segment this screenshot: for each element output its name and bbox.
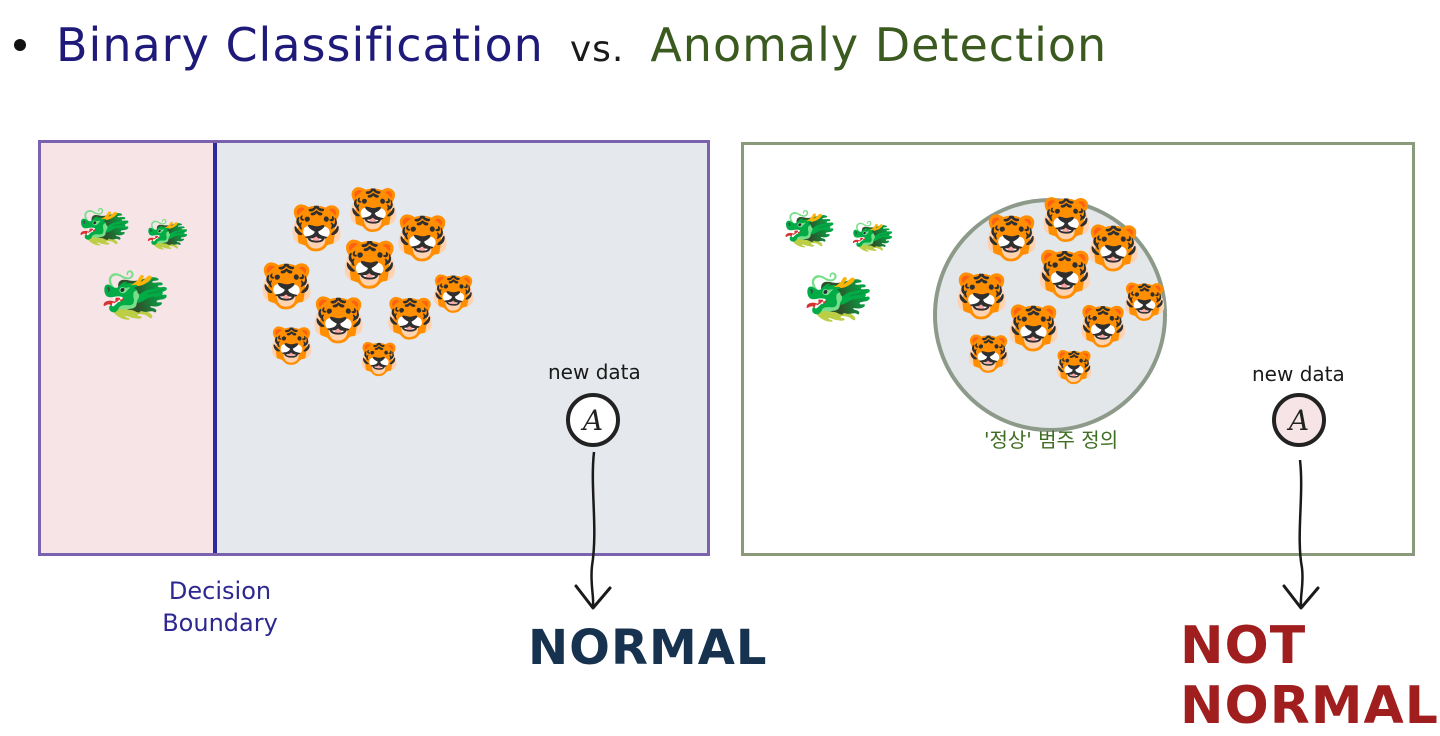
tiger-icon: 🐯 (1122, 282, 1167, 323)
page-title: Binary Classification vs. Anomaly Detect… (14, 18, 1107, 72)
new-data-label-right: new data (1252, 362, 1345, 386)
not-normal-result-label: NOT NORMAL (1180, 616, 1439, 736)
tiger-icon: 🐯 (385, 296, 435, 342)
tiger-icon: 🐯 (1078, 304, 1128, 350)
dragon-icon: 🐲 (99, 260, 172, 328)
tiger-icon: 🐯 (1054, 348, 1094, 386)
tiger-icon: 🐯 (1036, 247, 1094, 301)
tiger-icon: 🐯 (431, 274, 476, 315)
tiger-icon: 🐯 (395, 213, 450, 264)
dragon-icon: 🐲 (782, 203, 837, 254)
tiger-icon: 🐯 (1040, 195, 1093, 244)
dragon-icon: 🐲 (77, 201, 132, 252)
title-anomaly-detection: Anomaly Detection (650, 18, 1108, 72)
dragon-icon: 🐲 (145, 214, 190, 255)
bullet-point (14, 39, 26, 51)
tiger-icon: 🐯 (341, 237, 399, 291)
title-vs: vs. (569, 29, 625, 70)
normal-range-circle (933, 198, 1167, 432)
decision-label-line2: Boundary (162, 609, 278, 638)
arrow-down-icon (1282, 459, 1320, 610)
new-data-node-left: A (566, 393, 620, 447)
new-data-label-left: new data (548, 360, 641, 384)
binary-classification-panel: 🐲 🐲 🐲 🐯 🐯 🐯 🐯 🐯 🐯 🐯 🐯 🐯 🐯 (38, 140, 710, 556)
tiger-icon: 🐯 (984, 213, 1039, 264)
tiger-icon: 🐯 (259, 261, 314, 312)
normal-result-label: NORMAL (528, 620, 768, 676)
tiger-icon: 🐯 (289, 203, 344, 254)
tiger-icon: 🐯 (966, 334, 1011, 375)
decision-boundary-line (213, 143, 217, 553)
decision-label-line1: Decision (168, 577, 272, 605)
title-binary-classification: Binary Classification (56, 18, 544, 72)
tiger-icon: 🐯 (1086, 223, 1141, 274)
new-data-node-right: A (1272, 393, 1326, 447)
decision-boundary-label: Decision Boundary (160, 575, 280, 640)
dragon-icon: 🐲 (802, 262, 875, 330)
tiger-icon: 🐯 (311, 295, 366, 346)
dragon-icon: 🐲 (850, 216, 895, 257)
tiger-icon: 🐯 (954, 271, 1009, 322)
arrow-down-icon (574, 451, 612, 610)
tiger-icon: 🐯 (1006, 303, 1061, 354)
tiger-icon: 🐯 (359, 340, 399, 378)
normal-range-label: '정상' 범주 정의 (984, 428, 1119, 452)
tiger-icon: 🐯 (269, 326, 314, 367)
tiger-icon: 🐯 (347, 185, 400, 234)
anomaly-detection-panel: 🐲 🐲 🐲 🐯 🐯 🐯 🐯 🐯 🐯 🐯 🐯 🐯 🐯 (741, 142, 1415, 556)
dragon-class-region (41, 143, 215, 553)
